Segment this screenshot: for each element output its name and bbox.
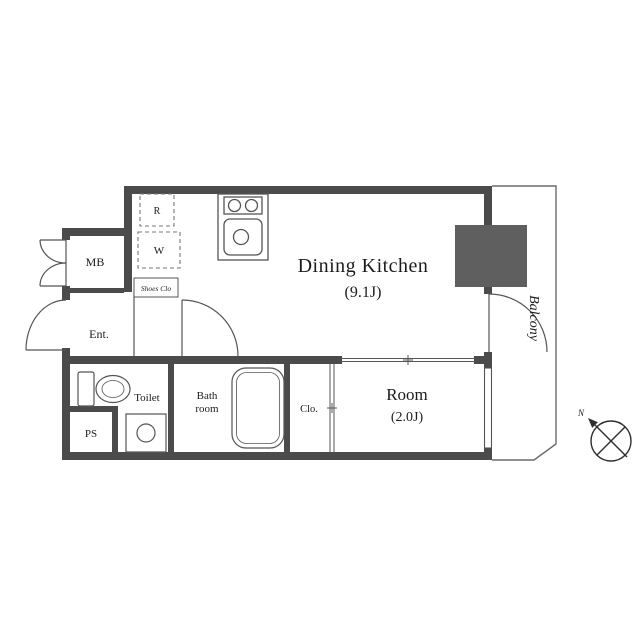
wall-bottom <box>62 452 492 460</box>
wall-left-b <box>62 286 70 300</box>
label-bath-line1: Bath <box>197 390 218 402</box>
label-dining-kitchen: Dining Kitchen <box>298 255 429 277</box>
wall-left-upper <box>124 186 132 292</box>
wall-room-top-stub <box>474 356 484 364</box>
compass-needle <box>594 424 628 458</box>
sink-drain <box>232 228 250 246</box>
room-window <box>483 367 493 449</box>
label-room: Room <box>386 385 428 404</box>
shoes-closet-label: Shoes Clo <box>141 284 171 293</box>
wall-toilet-bath-divider <box>168 364 174 452</box>
label-room-size: (2.0J) <box>391 410 424 425</box>
wall-bath-closet-divider <box>284 364 290 452</box>
pillar <box>455 225 527 287</box>
mb-door-arc-bottom <box>39 262 67 287</box>
refrigerator-space <box>139 193 175 227</box>
wash-basin-drain <box>136 423 156 443</box>
compass-arrowhead <box>588 418 598 428</box>
toilet-bowl-inner <box>101 380 125 398</box>
appliance-spaces <box>137 193 181 269</box>
label-dining-kitchen-size: (9.1J) <box>345 284 382 301</box>
hall-door-arc <box>181 299 239 357</box>
washer-space <box>137 231 181 269</box>
wall-sanitary-top <box>62 356 288 364</box>
wash-basin <box>125 413 167 453</box>
toilet-tank <box>77 371 95 407</box>
entrance-door-arc <box>25 299 67 351</box>
stove-burner-right <box>244 198 259 213</box>
compass <box>588 418 632 462</box>
balcony-door-arc <box>488 293 548 353</box>
label-bath-line2: room <box>195 403 219 415</box>
wall-top <box>124 186 492 194</box>
wall-left-a <box>62 228 70 240</box>
label-entrance: Ent. <box>89 327 109 341</box>
wall-right-b <box>484 352 492 368</box>
shoes-closet-box <box>133 277 179 298</box>
wall-mb-top <box>62 228 132 236</box>
label-mb: MB <box>86 255 105 269</box>
compass-circle <box>590 420 632 462</box>
stove-burner-left <box>227 198 242 213</box>
wall-ps-right <box>112 406 118 452</box>
washer-label: W <box>154 245 165 257</box>
wall-closet-top <box>288 356 342 364</box>
fixtures <box>77 367 285 453</box>
balcony-outline <box>492 185 557 461</box>
kitchen-unit <box>217 193 269 261</box>
wall-right-c <box>484 448 492 460</box>
wall-mb-ent-divider <box>70 288 124 293</box>
wall-left-c <box>62 348 70 460</box>
mb-door-arc-top <box>39 239 67 264</box>
bathtub-inner <box>236 372 280 444</box>
doors <box>25 239 548 357</box>
bathtub <box>231 367 285 449</box>
sliding-doors <box>327 355 474 452</box>
label-closet: Clo. <box>300 404 318 415</box>
toilet-bowl <box>95 374 131 404</box>
compass-north-label: N <box>577 408 585 418</box>
refrigerator-label: R <box>154 206 161 217</box>
wall-ps-top <box>66 406 118 412</box>
label-toilet: Toilet <box>134 392 160 404</box>
label-ps: PS <box>85 428 97 440</box>
label-balcony: Balcony <box>526 295 541 342</box>
